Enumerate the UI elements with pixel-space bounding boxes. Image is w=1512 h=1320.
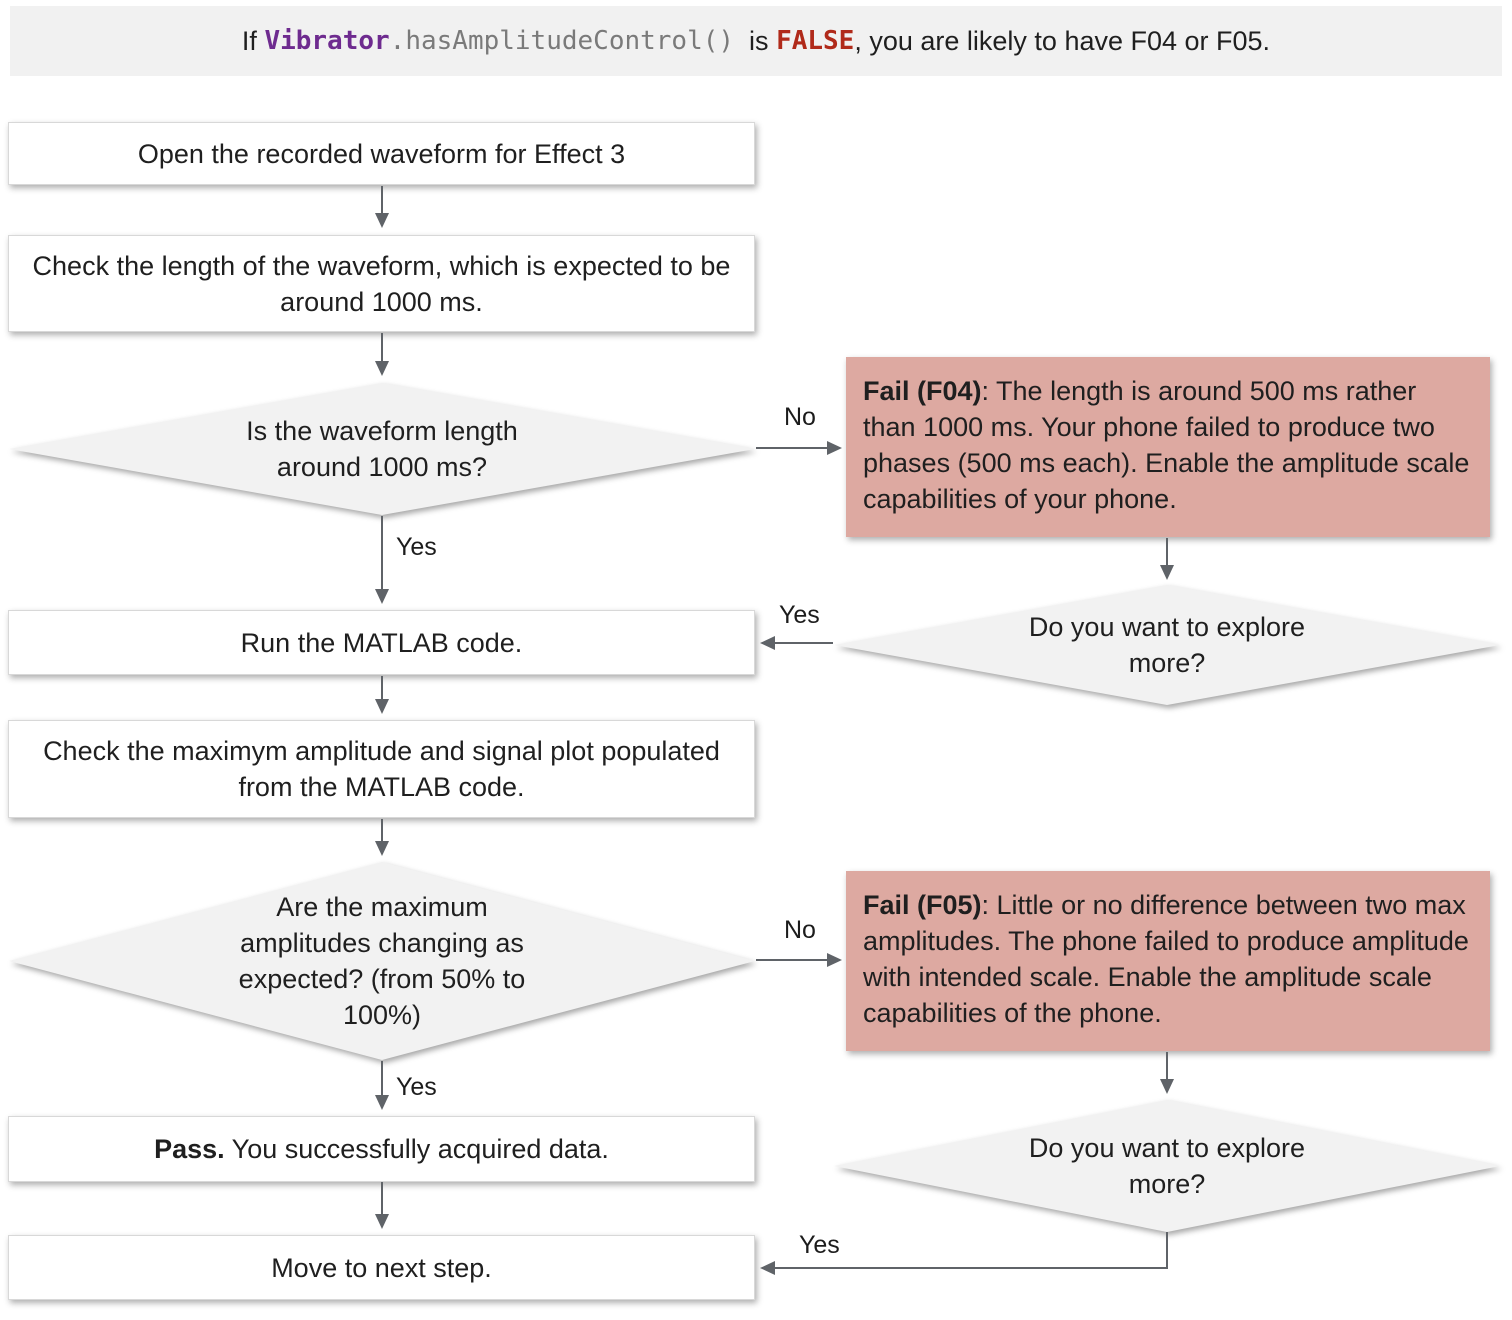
node-move-next: Move to next step. [8, 1235, 755, 1300]
fail-f04-text: : The length is around 500 ms rather tha… [863, 376, 1470, 514]
decision-explore-more-1-label: Do you want to explore more? [1028, 612, 1306, 678]
banner: If Vibrator.hasAmplitudeControl() is FAL… [10, 6, 1502, 76]
decision-explore-more-2-label: Do you want to explore more? [1028, 1133, 1306, 1199]
node-run-matlab-label: Run the MATLAB code. [240, 627, 523, 658]
banner-code-method: .hasAmplitudeControl() [389, 26, 735, 56]
node-pass-rest: You successfully acquired data. [224, 1134, 609, 1164]
decision-amplitude-changing-label: Are the maximum amplitudes changing as e… [238, 892, 526, 1030]
edge-label-yes-2: Yes [779, 601, 820, 629]
fail-f04-title: Fail (F04) [863, 376, 982, 406]
node-check-length: Check the length of the waveform, which … [8, 235, 755, 332]
edge-label-yes-3: Yes [396, 1073, 437, 1101]
banner-middle: is [734, 25, 777, 56]
decision-waveform-length: Is the waveform length around 1000 ms? [212, 383, 552, 515]
node-open-waveform-label: Open the recorded waveform for Effect 3 [137, 138, 626, 169]
edge-label-no-1: No [784, 403, 816, 431]
fail-f04-box: Fail (F04): The length is around 500 ms … [846, 357, 1490, 537]
banner-code-class: Vibrator [264, 26, 390, 56]
decision-explore-more-2: Do you want to explore more? [987, 1100, 1347, 1232]
node-run-matlab: Run the MATLAB code. [8, 610, 755, 675]
node-open-waveform: Open the recorded waveform for Effect 3 [8, 122, 755, 185]
arrow-explore2-yes-to-move [760, 1232, 1168, 1275]
edge-label-yes-1: Yes [396, 533, 437, 561]
diamond-shape-explore-2 [834, 1100, 1500, 1232]
node-check-length-label: Check the length of the waveform, which … [32, 250, 731, 317]
node-check-amplitude-label: Check the maximym amplitude and signal p… [43, 736, 720, 802]
node-check-amplitude: Check the maximym amplitude and signal p… [8, 720, 755, 818]
fail-f05-title: Fail (F05) [863, 890, 982, 920]
diamond-shape-amplitude [9, 862, 755, 1060]
banner-false-keyword: FALSE [776, 26, 855, 56]
fail-f05-text: : Little or no difference between two ma… [863, 890, 1469, 1028]
diamond-shape-explore-1 [834, 585, 1500, 705]
banner-prefix: If [241, 25, 265, 56]
node-move-next-label: Move to next step. [271, 1252, 492, 1283]
decision-waveform-length-label: Is the waveform length around 1000 ms? [246, 416, 518, 482]
edge-label-yes-4: Yes [799, 1231, 840, 1259]
decision-explore-more-1: Do you want to explore more? [987, 585, 1347, 705]
banner-suffix: , you are likely to have F04 or F05. [854, 25, 1271, 56]
edge-label-no-2: No [784, 916, 816, 944]
node-pass-label: Pass. You successfully acquired data. [154, 1131, 609, 1167]
node-pass-bold: Pass. [154, 1134, 225, 1164]
fail-f05-box: Fail (F05): Little or no difference betw… [846, 871, 1490, 1051]
decision-amplitude-changing: Are the maximum amplitudes changing as e… [222, 862, 542, 1060]
diamond-shape-waveform-length [9, 383, 755, 515]
node-pass: Pass. You successfully acquired data. [8, 1116, 755, 1182]
